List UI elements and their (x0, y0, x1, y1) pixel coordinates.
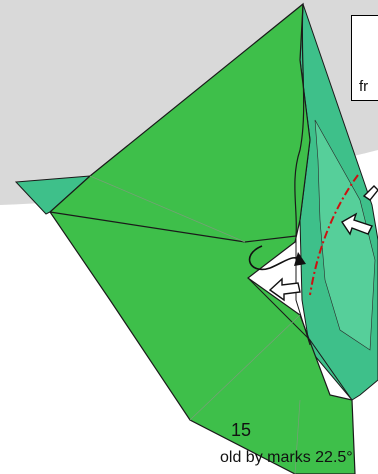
note-box: fr (351, 15, 378, 101)
step-caption: old by marks 22.5° (220, 449, 353, 467)
step-number: 15 (231, 420, 251, 441)
note-box-text: fr (359, 78, 368, 95)
